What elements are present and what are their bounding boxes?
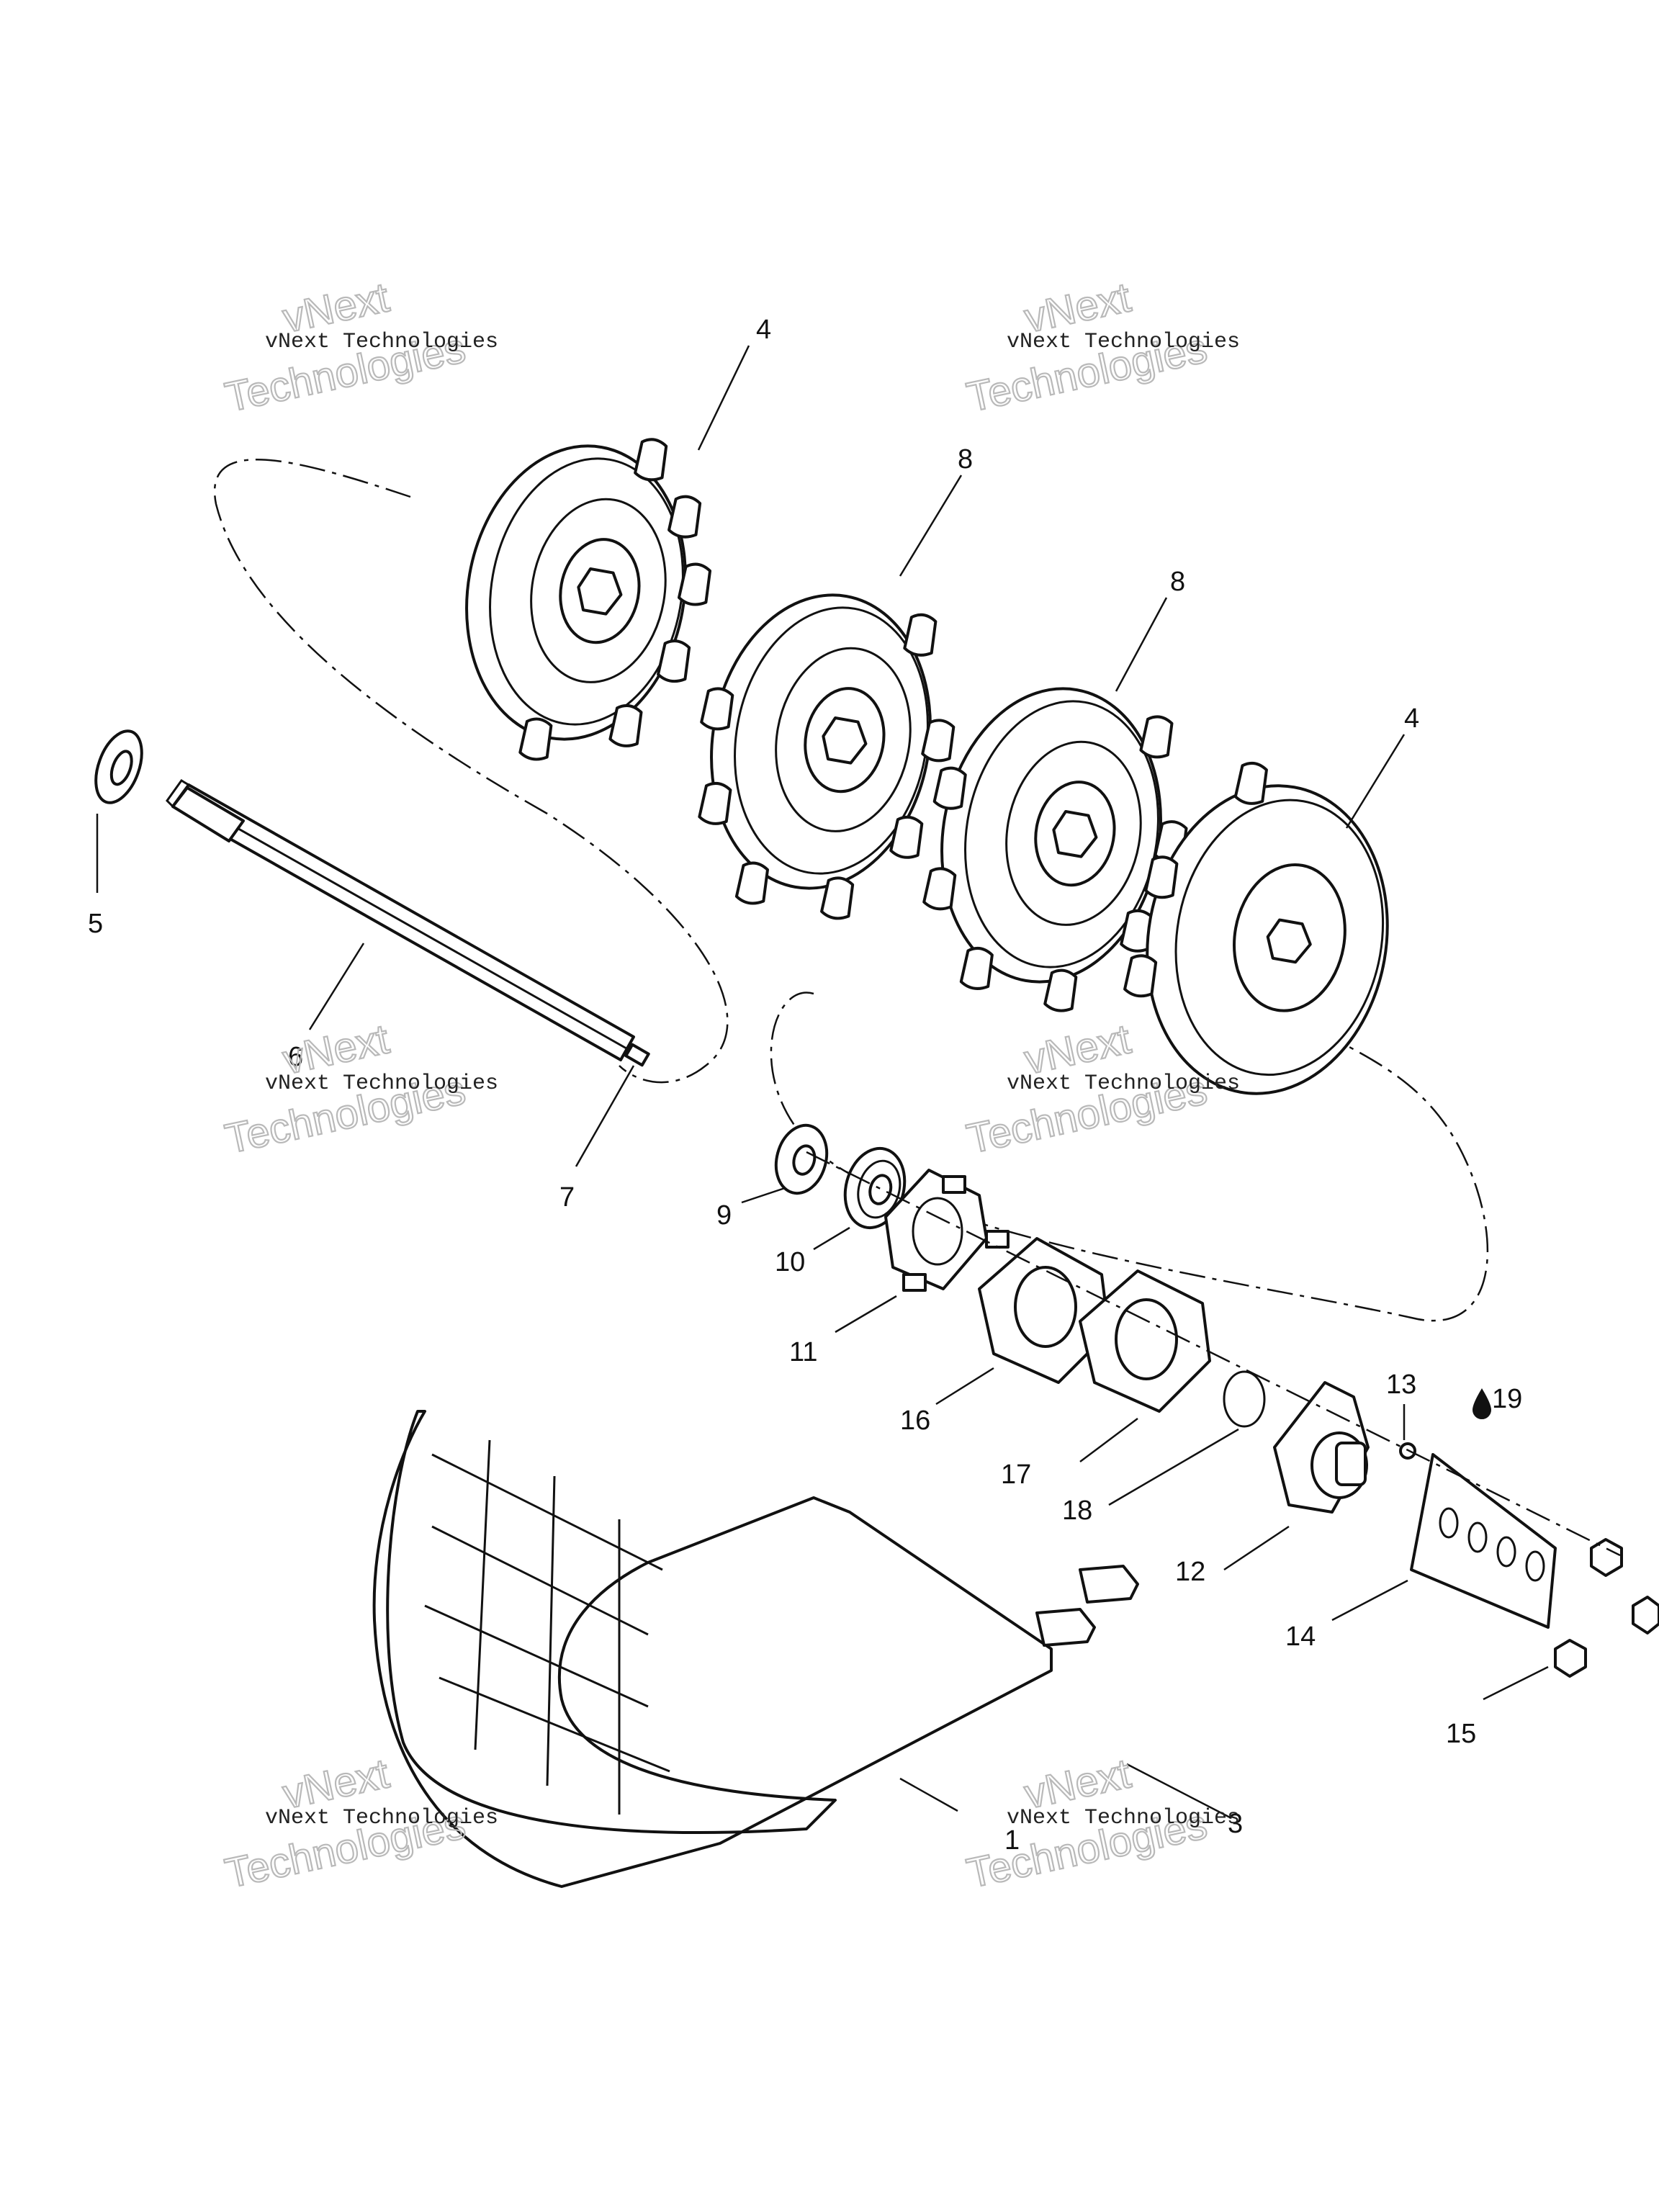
alignment-axis — [806, 1151, 1621, 1557]
callout-3: 3 — [1228, 1809, 1243, 1839]
bearing-retainer — [774, 1123, 829, 1195]
watermark-top-left: vNext Technologies vNext Technologies — [220, 273, 498, 422]
track-phantom-lower — [770, 992, 1489, 1322]
callout-18: 18 — [1062, 1496, 1092, 1526]
svg-text:vNext Technologies: vNext Technologies — [1007, 1806, 1240, 1830]
svg-text:vNext Technologies: vNext Technologies — [1007, 330, 1240, 354]
callout-5: 5 — [88, 909, 103, 939]
bearing-plate-rear — [1079, 1269, 1211, 1413]
watermark-middle-left: vNext Technologies vNext Technologies — [220, 1015, 498, 1164]
callout-16: 16 — [900, 1406, 930, 1436]
callout-7: 7 — [559, 1182, 575, 1213]
callout-15: 15 — [1446, 1719, 1476, 1749]
drive-track — [372, 1410, 1053, 1888]
svg-text:vNext Technologies: vNext Technologies — [265, 1071, 498, 1096]
track-clips — [1035, 1565, 1139, 1647]
svg-text:vNext Technologies: vNext Technologies — [265, 330, 498, 354]
oil-drop-icon — [1472, 1388, 1492, 1419]
circlip — [1223, 1370, 1266, 1428]
callout-17: 17 — [1001, 1460, 1031, 1490]
callout-10: 10 — [775, 1247, 805, 1277]
bearing-plate-front — [978, 1237, 1110, 1384]
callout-9: 9 — [716, 1200, 732, 1231]
callout-19: 19 — [1492, 1384, 1522, 1414]
callout-8-first: 8 — [958, 444, 973, 475]
shaft-key — [624, 1043, 650, 1067]
track-phantom-upper — [213, 459, 729, 1084]
watermark-bottom-left: vNext Technologies vNext Technologies — [220, 1749, 498, 1898]
callout-12: 12 — [1175, 1557, 1205, 1587]
bearing — [843, 1146, 907, 1230]
callout-labels: 1 3 4 4 5 6 7 8 8 9 10 11 12 13 14 15 16… — [88, 315, 1522, 1856]
callout-4-right: 4 — [1404, 703, 1419, 734]
washer — [94, 729, 143, 804]
drive-sprocket-left — [442, 427, 714, 763]
callout-8-second: 8 — [1170, 567, 1185, 597]
bearing-housing — [1273, 1381, 1370, 1514]
support-bracket — [1410, 1453, 1557, 1629]
watermark-bottom-right: vNext Technologies vNext Technologies — [962, 1749, 1240, 1898]
watermark-top-right: vNext Technologies vNext Technologies — [962, 273, 1240, 422]
drive-axle — [166, 779, 635, 1061]
drive-sprocket-right — [1123, 760, 1389, 1095]
nuts — [1554, 1538, 1659, 1678]
callout-14: 14 — [1285, 1622, 1316, 1652]
svg-text:vNext Technologies: vNext Technologies — [265, 1806, 498, 1830]
callout-13: 13 — [1386, 1370, 1416, 1400]
leader-lines — [96, 345, 1549, 1820]
svg-text:vNext Technologies: vNext Technologies — [1007, 1071, 1240, 1096]
callout-11: 11 — [789, 1337, 817, 1367]
callout-6: 6 — [288, 1042, 303, 1072]
callout-1: 1 — [1004, 1825, 1020, 1856]
callout-4-left: 4 — [756, 315, 771, 345]
